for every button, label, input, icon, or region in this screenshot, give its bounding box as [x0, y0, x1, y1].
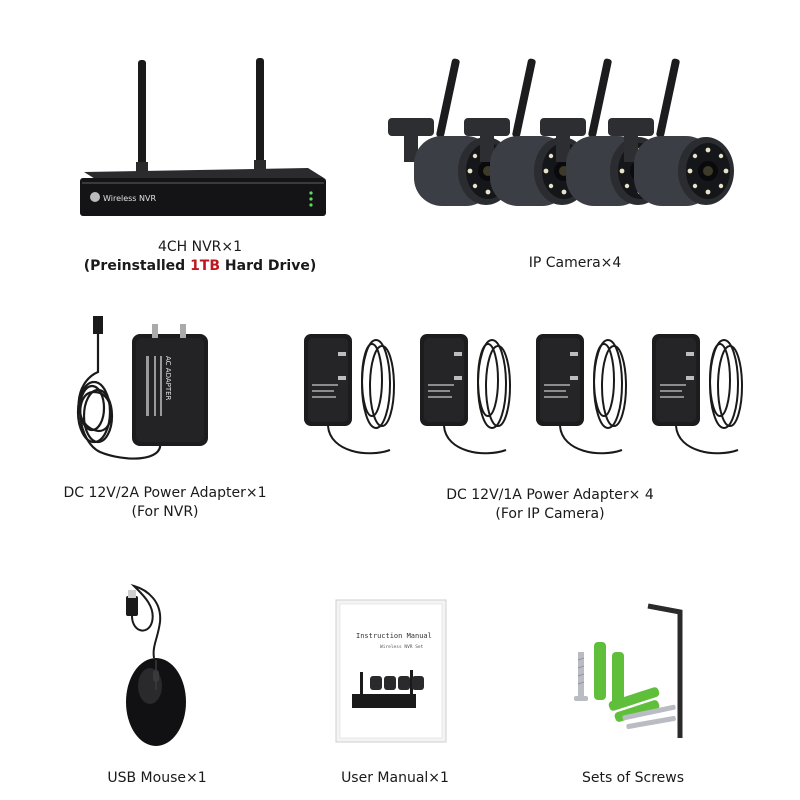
nvr-adapter-caption: DC 12V/2A Power Adapter×1 (For NVR) — [40, 484, 290, 522]
nvr-caption-pre: (Preinstalled — [83, 258, 191, 274]
screws-image — [574, 603, 683, 738]
manual-caption-line1: User Manual×1 — [341, 770, 449, 786]
ip-cameras-image — [388, 58, 734, 206]
nvr-adapter-label: AC ADAPTER — [164, 356, 172, 401]
nvr-device-label: Wireless NVR — [103, 194, 156, 203]
nvr-image: Wireless NVR — [80, 58, 326, 216]
camera-power-adapters-image — [303, 333, 743, 455]
usb-mouse-image — [126, 583, 186, 746]
mouse-caption: USB Mouse×1 — [72, 769, 242, 788]
manual-cover-title: Instruction Manual — [356, 632, 432, 640]
nvr-adapter-caption-line1: DC 12V/2A Power Adapter×1 — [63, 485, 267, 501]
screws-caption-line1: Sets of Screws — [581, 770, 685, 786]
manual-caption: User Manual×1 — [310, 769, 480, 788]
cameras-caption-line1: IP Camera×4 — [528, 255, 622, 271]
camera-adapters-caption: DC 12V/1A Power Adapter× 4 (For IP Camer… — [410, 486, 690, 524]
camera-adapters-caption-line1: DC 12V/1A Power Adapter× 4 — [446, 487, 654, 503]
nvr-adapter-caption-line2: (For NVR) — [131, 504, 199, 520]
manual-cover-subtitle: Wireless NVR Set — [380, 644, 424, 650]
user-manual-image: Instruction Manual Wireless NVR Set — [335, 599, 447, 743]
nvr-power-adapter-image: AC ADAPTER — [76, 316, 208, 460]
nvr-caption-line1: 4CH NVR×1 — [157, 239, 243, 255]
nvr-hdd-size: 1TB — [190, 258, 221, 274]
nvr-caption-line2: (Preinstalled 1TB Hard Drive) — [60, 257, 340, 276]
mouse-caption-line1: USB Mouse×1 — [107, 770, 207, 786]
camera-adapters-caption-line2: (For IP Camera) — [495, 506, 605, 522]
nvr-caption-post: Hard Drive) — [220, 258, 317, 274]
screws-caption: Sets of Screws — [548, 769, 718, 788]
cameras-caption: IP Camera×4 — [470, 254, 680, 273]
nvr-caption: 4CH NVR×1 (Preinstalled 1TB Hard Drive) — [60, 238, 340, 276]
